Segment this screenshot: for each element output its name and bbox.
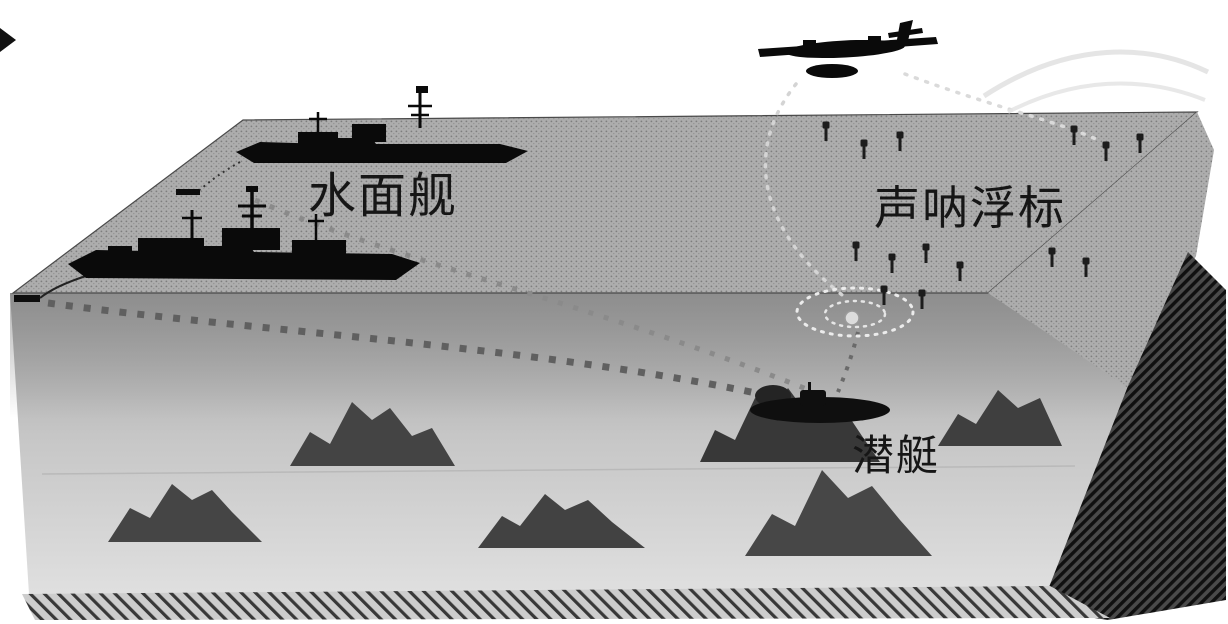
aircraft-track-arc [982,49,1210,99]
buoy-pattern-circle [795,286,915,338]
right-cutface-hatch [1040,252,1226,620]
aircraft-track-arc [903,72,1100,142]
surface-ship-label: 水面舰 [308,170,458,223]
buoy-pattern-circle-inner [823,299,887,329]
seamount-shape [745,470,932,556]
aircraft-track-arc [1007,81,1206,114]
towed-array-mark [14,295,40,302]
towed-array-mark [176,189,200,195]
submarine-icon [750,382,890,423]
sea-surface-extension [988,112,1214,388]
maritime-patrol-aircraft-icon [758,20,938,78]
underwater-layer-line [41,465,1076,475]
sonar-path-dotted [254,197,815,395]
sonobuoy-label: 声呐浮标 [874,183,1066,234]
scan-artifact [0,28,16,52]
towed-array-cable [39,275,87,299]
submarine-label: 潜艇 [852,433,940,480]
underwater-shade-band [10,293,1162,418]
seamount-shape [290,402,455,466]
seamount-shape [108,484,262,542]
seamount-shape [478,494,645,548]
seafloor-hatch [22,586,1110,620]
datum-point [844,310,860,326]
sonar-path-dotted [47,299,789,404]
seamount-shape [938,390,1062,446]
surface-ship-icon [236,86,528,163]
aircraft-track-arc [763,82,848,300]
surface-ship-icon [68,186,420,280]
